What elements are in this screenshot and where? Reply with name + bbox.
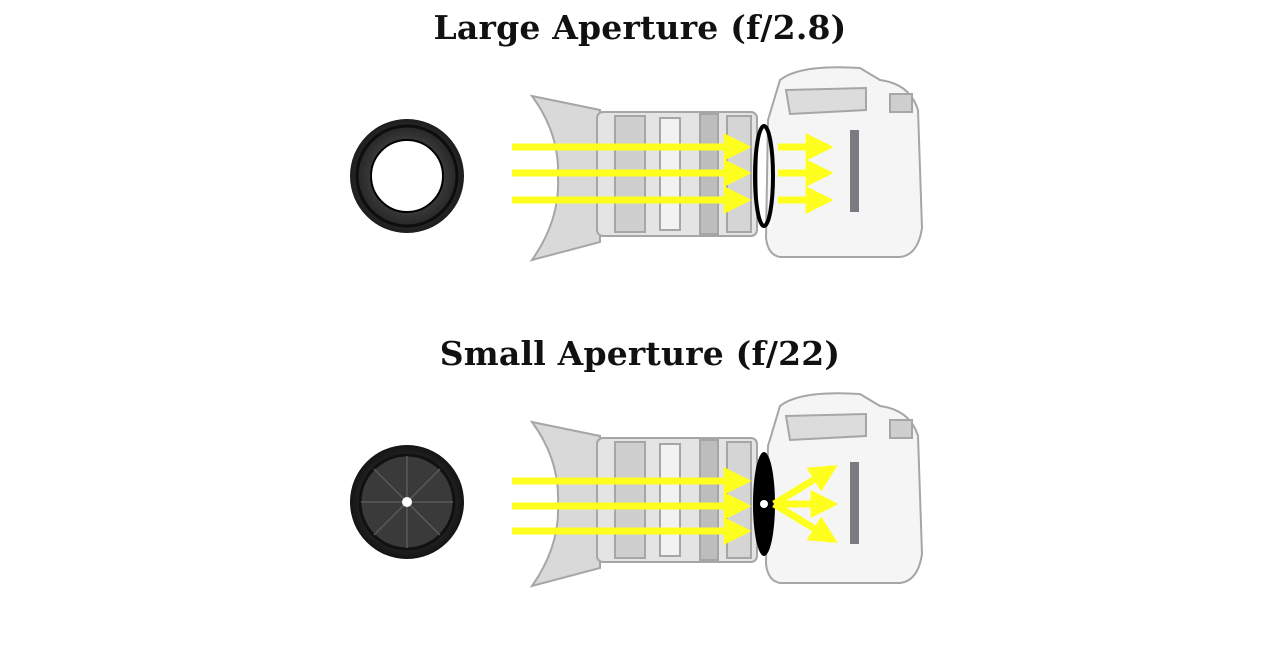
title-large-aperture: Large Aperture (f/2.8) — [0, 8, 1280, 47]
camera-with-lens-icon — [532, 393, 922, 586]
large-aperture-diagram — [0, 50, 1280, 340]
aperture-iris-closed-icon — [350, 445, 464, 559]
camera-with-lens-icon — [532, 67, 922, 260]
image-sensor — [850, 130, 859, 212]
image-sensor — [850, 462, 859, 544]
title-small-aperture: Small Aperture (f/22) — [0, 334, 1280, 373]
small-aperture-diagram — [0, 376, 1280, 666]
aperture-ring-open-icon — [350, 119, 464, 233]
